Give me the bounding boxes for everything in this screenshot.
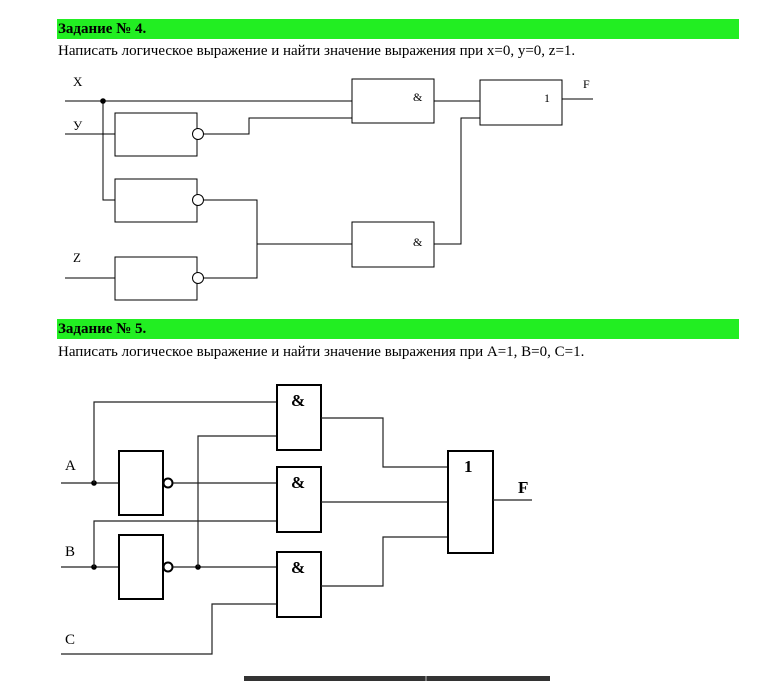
task4-or-gate	[479, 79, 563, 126]
task5-and-gate-1	[276, 384, 322, 451]
task5-inversion-bubble	[162, 477, 174, 489]
task4-inversion-bubble	[192, 128, 204, 140]
task5-wire-not-b-to-and1	[197, 435, 277, 567]
task5-input-c-label: C	[65, 632, 75, 648]
task5-wire-a-to-and1	[93, 401, 277, 483]
task5-wire-b-to-and2	[93, 520, 277, 567]
task4-inversion-bubble	[192, 194, 204, 206]
task4-and-gate-1	[351, 78, 435, 124]
task4-inversion-bubble	[192, 272, 204, 284]
task4-wire-not-x-not-z	[204, 199, 258, 279]
task5-wire-and1-out	[321, 417, 448, 468]
task4-input-z-label: Z	[73, 250, 81, 265]
task4-input-x-label: X	[73, 74, 83, 89]
task5-inversion-bubble	[162, 561, 174, 573]
task4-and-gate-2-symbol: &	[413, 235, 423, 249]
task4-not-gate-x	[114, 178, 198, 223]
task4-or-gate-symbol: 1	[544, 91, 550, 105]
task4-wire-and2-out	[434, 117, 480, 245]
task4-not-gate-z	[114, 256, 198, 301]
task4-wire-not-y	[204, 117, 352, 135]
task5-not-gate-b	[118, 534, 164, 600]
task4-input-y-label: У	[73, 118, 83, 133]
bottom-scrollbar[interactable]	[244, 676, 550, 681]
task5-output-label: F	[518, 478, 528, 497]
task5-title: Задание № 5.	[57, 319, 739, 339]
task5-and-gate-2-symbol: &	[291, 473, 305, 492]
task5-or-gate	[447, 450, 494, 554]
task5-or-gate-symbol: 1	[464, 457, 473, 476]
task4-title: Задание № 4.	[57, 19, 739, 39]
task5-input-a-label: A	[65, 458, 76, 474]
task5-not-gate-a	[118, 450, 164, 516]
task5-and-gate-3-symbol: &	[291, 558, 305, 577]
task5-and-gate-3	[276, 551, 322, 618]
task5-and-gate-2	[276, 466, 322, 533]
task4-output-label: F	[583, 77, 590, 91]
bottom-scrollbar-divider	[425, 676, 427, 681]
task5-wire-c	[61, 603, 277, 655]
task4-text: Написать логическое выражение и найти зн…	[58, 43, 576, 59]
task5-wire-and3-out	[321, 536, 448, 587]
task4-not-gate-y	[114, 112, 198, 157]
task5-text: Написать логическое выражение и найти зн…	[58, 344, 585, 360]
task4-and-gate-1-symbol: &	[413, 90, 423, 104]
task5-and-gate-1-symbol: &	[291, 391, 305, 410]
task5-input-b-label: B	[65, 544, 75, 560]
